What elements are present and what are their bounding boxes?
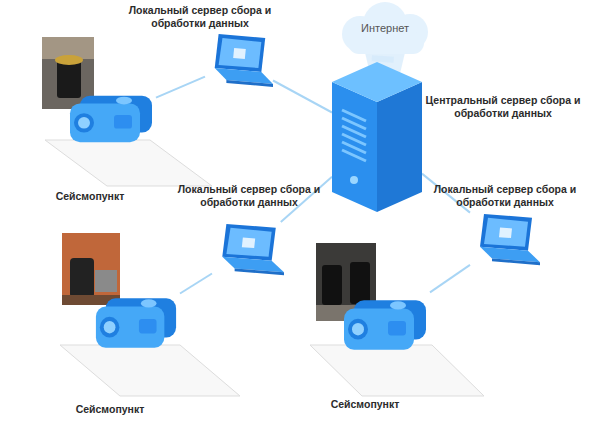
vent-line [342,150,366,161]
laptop-icon [470,212,540,270]
cloud-base [348,32,424,54]
connector-line [156,77,205,98]
node-label: Локальный сервер сбора и обработки данны… [176,183,322,209]
device-panel [388,321,406,335]
connector-line [372,56,394,62]
floor-platform [45,140,212,186]
device-panel [139,319,157,333]
connector-line [180,274,212,294]
screen-icon [499,227,512,238]
site-photo [62,233,120,305]
floor-platform [310,345,484,396]
local-server: Локальный сервер сбора и обработки данны… [212,222,284,280]
power-button [350,176,358,184]
laptop-edge [492,258,540,265]
seismic-device [340,292,430,354]
seismic-station: Сейсмопункт [340,292,430,354]
node-label: Сейсмопункт [40,190,140,203]
laptop-screen [480,214,532,251]
device-lens [74,113,94,132]
screen-icon [242,237,255,248]
photo-cable [55,55,83,65]
central-server: Центральный сервер сбора и обработки дан… [332,62,422,212]
node-label: Локальный сервер сбора и обработки данны… [432,183,578,209]
connector-line [273,81,332,113]
floor-platform [60,345,240,396]
device-button [116,97,132,105]
server-tower [332,62,422,212]
seismic-station: Сейсмопункт [92,290,180,352]
server-front [332,82,377,212]
device-lens-inner [104,321,116,333]
device-lens-inner [352,323,364,335]
node-label: Центральный сервер сбора и обработки дан… [424,94,582,120]
connector-line [430,265,470,292]
laptop-display [484,218,528,247]
laptop-icon [205,32,273,92]
node-label: Интернет [330,22,440,35]
laptop-icon [212,222,284,280]
screen-icon [233,48,246,59]
node-label: Сейсмопункт [315,398,415,411]
node-label: Локальный сервер сбора и обработки данны… [127,4,273,30]
laptop-edge [226,80,273,87]
server-side [377,82,422,212]
seismic-device [66,88,156,146]
server-vents [342,110,366,161]
seismic-station: Сейсмопункт [66,88,156,146]
laptop-display [219,38,262,68]
local-server: Локальный сервер сбора и обработки данны… [205,32,273,92]
device-front [70,103,140,142]
seismic-device [92,290,180,352]
device-lens-inner [78,117,90,129]
node-label: Сейсмопункт [60,403,160,416]
device-button [390,301,406,309]
device-panel [114,115,132,129]
device-lens [100,317,120,338]
photo-sensor [350,262,370,304]
device-button [141,299,157,307]
device-front [344,309,414,350]
internet-cloud: Интернет [330,2,440,56]
server-top [332,62,422,102]
photo-sensor [70,258,94,298]
photo-frame [62,233,120,305]
device-lens [348,319,368,340]
photo-device [95,270,117,292]
laptop-screen [215,34,266,72]
laptop-display [226,228,271,257]
local-server: Локальный сервер сбора и обработки данны… [470,212,540,270]
photo-sensor [322,265,342,305]
device-front [96,307,164,348]
laptop-screen [222,224,275,261]
laptop-edge [235,268,284,275]
